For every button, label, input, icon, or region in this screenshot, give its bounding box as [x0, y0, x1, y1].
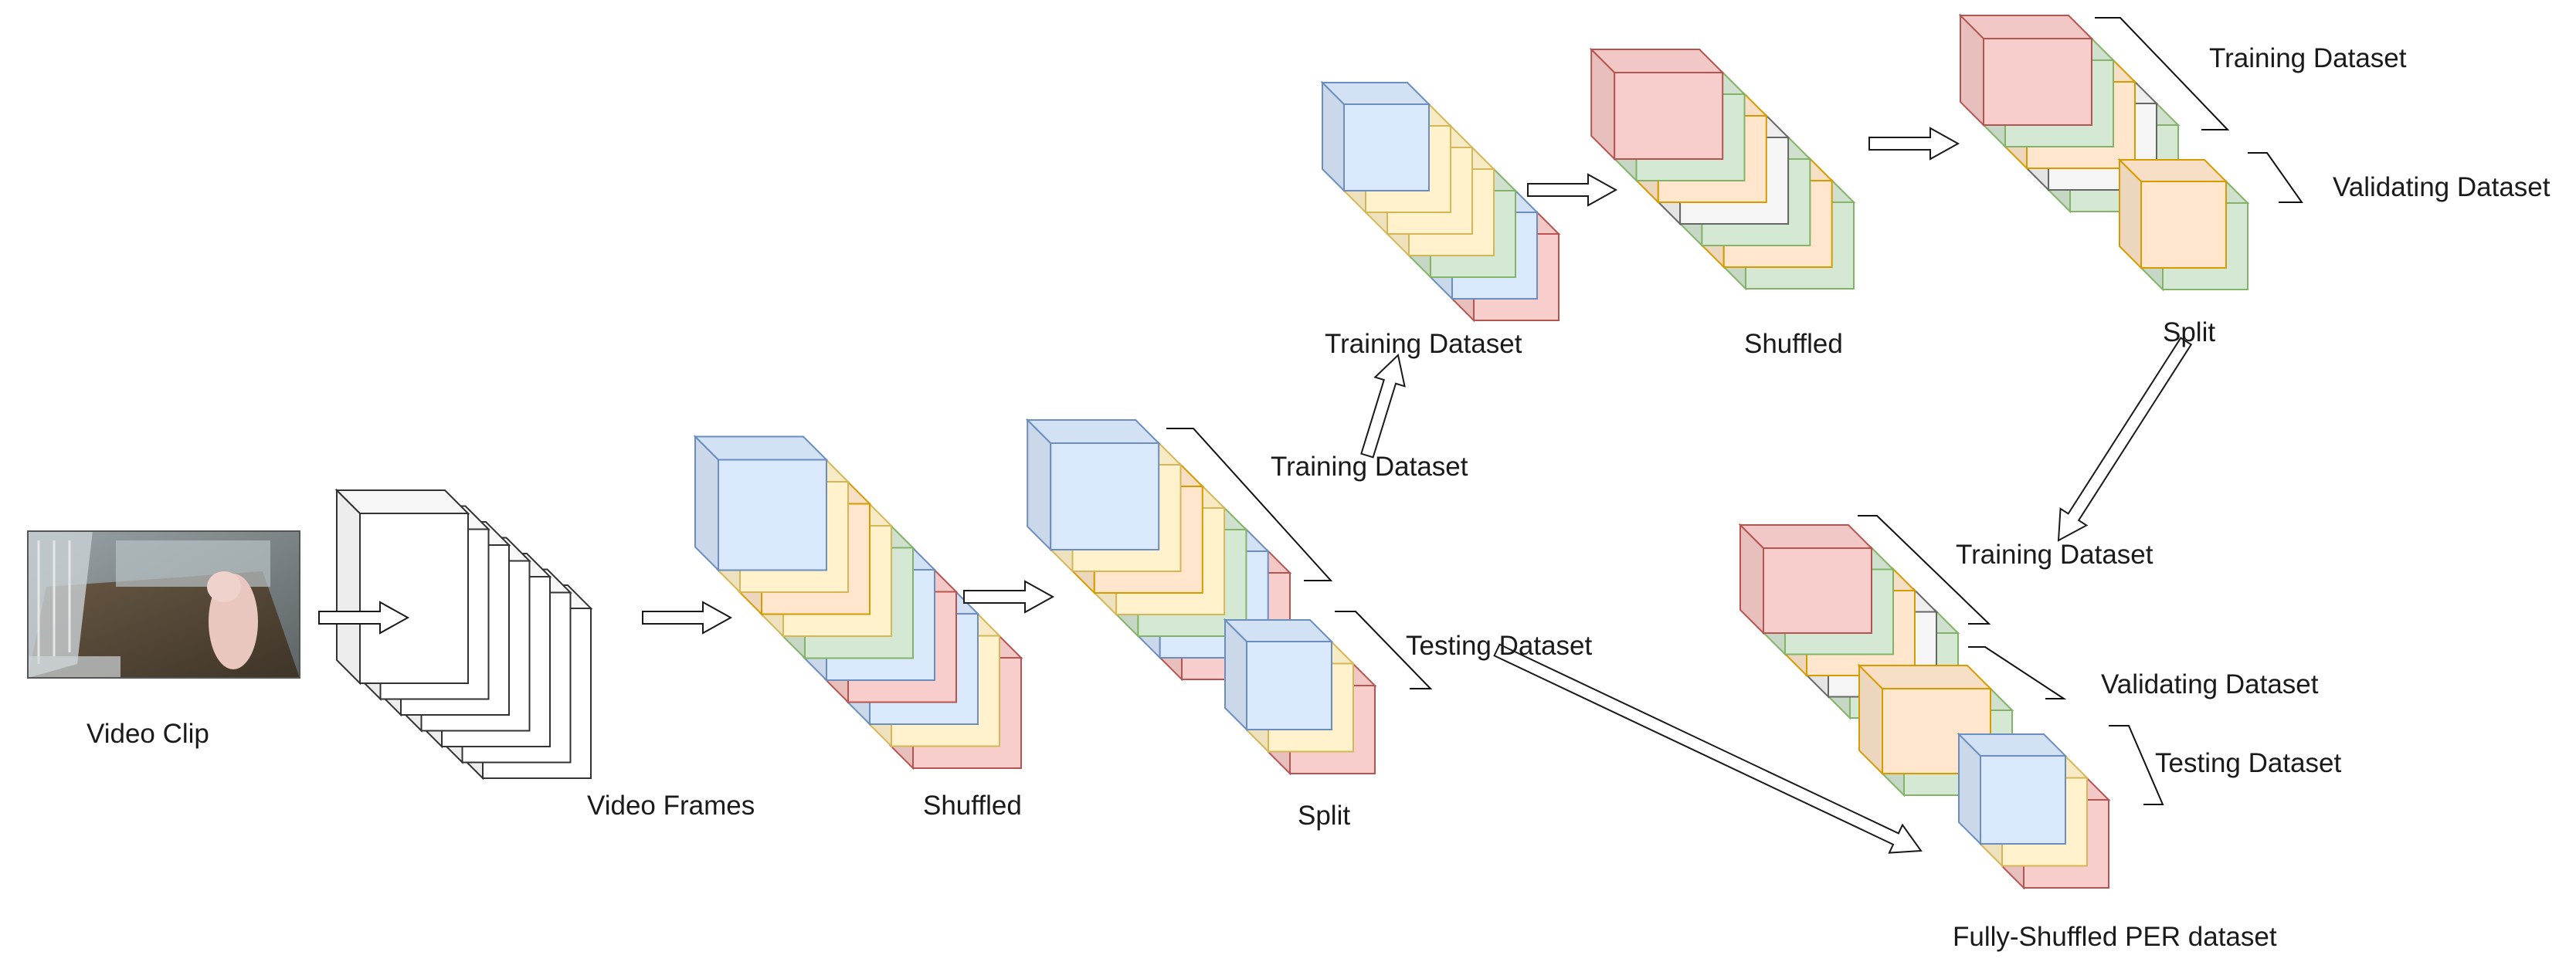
hollow-arrow-icon: [1360, 354, 1406, 459]
training-subset-stack: [1320, 80, 1561, 323]
cube-top: [1958, 15, 2094, 39]
cube-top: [334, 489, 470, 514]
cube: [2117, 157, 2228, 270]
cube-front: [1763, 547, 1872, 634]
cube: [1223, 618, 1334, 732]
cube-front: [2140, 181, 2227, 269]
cube-front: [1343, 103, 1430, 191]
hollow-arrow-icon: [318, 601, 410, 635]
cube: [334, 488, 470, 686]
final-testing-stack: [1957, 732, 2111, 890]
cube-front: [1246, 641, 1332, 730]
cube-top: [1589, 49, 1725, 73]
label-shuffled-1: Shuffled: [923, 791, 1022, 821]
flow-arrows: [318, 127, 2193, 854]
cube-top: [1857, 665, 1993, 689]
arrow-testing-to-final: [1493, 643, 1923, 854]
cube-front: [718, 459, 827, 571]
cube: [693, 435, 829, 572]
arrow-split-to-training-subset: [1360, 354, 1406, 459]
split-2-validating-stack: [2117, 157, 2250, 292]
label-shuffled-2: Shuffled: [1744, 329, 1843, 359]
hollow-arrow-icon: [2057, 337, 2193, 542]
cube: [1957, 732, 2068, 846]
cube-side: [336, 488, 361, 686]
label-testing-dataset-2: Testing Dataset: [2155, 748, 2342, 778]
cube-front: [1614, 72, 1724, 160]
arrow-split-2-to-final-training: [2057, 337, 2193, 542]
brackets: [1166, 17, 2303, 805]
cube-front: [359, 513, 469, 684]
cube: [1025, 418, 1161, 552]
frames-stack: [334, 488, 593, 781]
label-video-clip: Video Clip: [87, 719, 209, 749]
hollow-arrow-icon: [1493, 643, 1923, 854]
label-validating-dataset-2: Validating Dataset: [2101, 669, 2319, 699]
cube: [1958, 13, 2094, 127]
final-training-stack: [1738, 523, 1960, 720]
arrow-shuffled-to-split-2: [1868, 127, 1960, 161]
label-final-dataset: Fully-Shuffled PER dataset: [1953, 922, 2277, 952]
label-split-2: Split: [2163, 317, 2215, 347]
label-training-dataset-1: Training Dataset: [1271, 452, 1468, 482]
shuffled-stack-1: [693, 435, 1023, 770]
cube-front: [1980, 755, 2066, 845]
cube: [1738, 523, 1874, 635]
final-validating-stack: [1857, 663, 2014, 798]
label-testing-dataset-1: Testing Dataset: [1406, 631, 1593, 661]
label-training-dataset-4: Training Dataset: [1956, 540, 2153, 570]
hollow-arrow-icon: [963, 580, 1055, 614]
shuffled-stack-2: [1589, 47, 1856, 291]
label-split-1: Split: [1298, 801, 1350, 831]
arrow-clip-to-frames: [318, 601, 410, 635]
hollow-arrow-icon: [1527, 173, 1618, 207]
label-validating-dataset-1: Validating Dataset: [2333, 172, 2551, 202]
cube-top: [1738, 524, 1874, 549]
label-video-frames: Video Frames: [587, 791, 755, 821]
cube-top: [1025, 419, 1161, 444]
arrow-shuffled-to-split: [963, 580, 1055, 614]
labels: Video Clip Video Frames Shuffled Split T…: [87, 43, 2551, 952]
hollow-arrow-icon: [642, 601, 733, 635]
cube-front: [1983, 38, 2092, 126]
cube: [1320, 80, 1431, 193]
cube-top: [693, 435, 829, 461]
hollow-arrow-icon: [1868, 127, 1960, 161]
label-training-dataset-2: Training Dataset: [1325, 329, 1522, 359]
video-clip-thumbnail: [27, 530, 300, 679]
arrow-training-subset-to-shuffled: [1527, 173, 1618, 207]
split-1-testing-stack: [1223, 618, 1377, 776]
cube-front: [1050, 442, 1160, 550]
label-training-dataset-3: Training Dataset: [2209, 43, 2407, 73]
arrow-frames-to-shuffled: [642, 601, 733, 635]
split-2-training-stack: [1958, 13, 2181, 214]
cube: [1589, 47, 1725, 161]
